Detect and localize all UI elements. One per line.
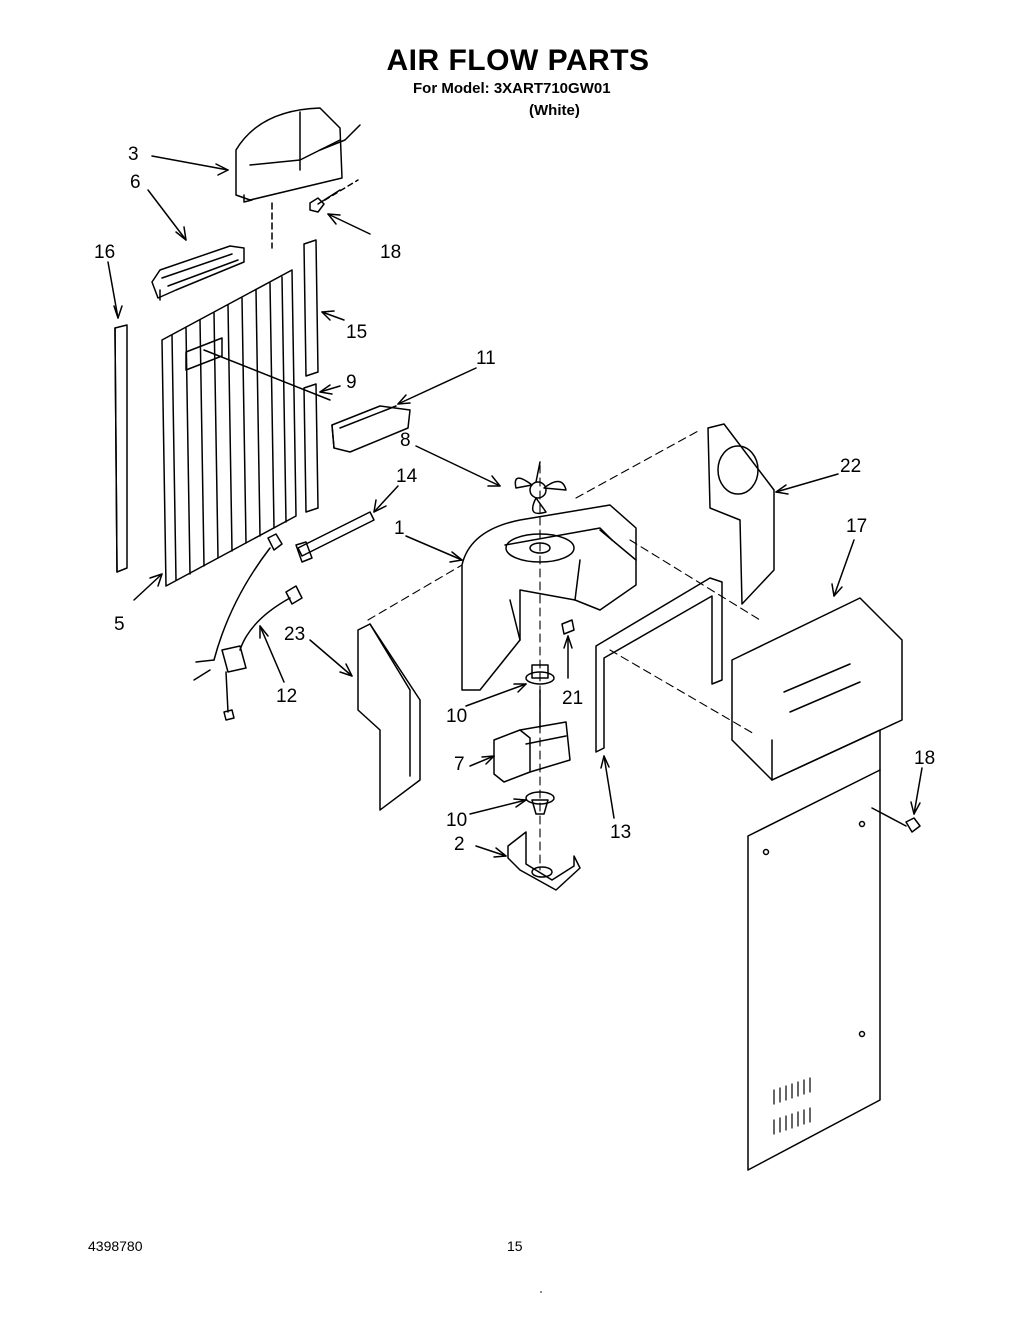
callout-18: 18: [380, 242, 401, 263]
callout-2: 2: [454, 834, 465, 855]
callout-17: 17: [846, 516, 867, 537]
callout-5: 5: [114, 614, 125, 635]
part-14-heater: [295, 511, 375, 563]
callout-3: 3: [128, 144, 139, 165]
part-1-fan-shroud: [461, 504, 637, 691]
callout-22: 22: [840, 456, 861, 477]
page-number: 15: [507, 1238, 523, 1254]
part-13-channel: [595, 577, 723, 753]
callout-9: 9: [346, 372, 357, 393]
callout-14: 14: [396, 466, 418, 487]
part-16-strip: [114, 324, 128, 573]
callout-leaders: [107, 155, 923, 858]
part-9-strip: [303, 383, 319, 513]
part-17-rear-panel: [731, 597, 903, 1171]
callout-6: 6: [130, 172, 141, 193]
part-7-motor: [493, 721, 571, 783]
callout-10: 10: [446, 706, 467, 727]
part-8-fan-blade: [514, 461, 567, 515]
callout-21: 21: [562, 688, 583, 709]
alignment-lines: [367, 429, 761, 871]
model-label: For Model: 3XART710GW01: [413, 80, 611, 97]
callout-12: 12: [276, 686, 297, 707]
part-6-grille: [151, 245, 245, 301]
part-12-harness: [193, 533, 303, 721]
callout-18b: 18: [914, 748, 935, 769]
callout-13: 13: [610, 822, 631, 843]
part-18-screw-right: [871, 807, 921, 833]
part-21-screw: [561, 619, 575, 635]
callout-15: 15: [346, 322, 367, 343]
part-10-grommet-upper: [525, 664, 555, 729]
callout-8: 8: [400, 430, 411, 451]
variant-label: (White): [529, 102, 580, 119]
callout-23: 23: [284, 624, 305, 645]
part-5-evaporator: [161, 269, 331, 587]
part-3-duct-cover: [235, 107, 361, 203]
part-2-bracket: [507, 831, 581, 891]
callout-labels: 3 6 18 16 15 9 11 8 14 1 22 17 5 23 12 2…: [94, 144, 935, 855]
callout-1: 1: [394, 518, 405, 539]
callout-16: 16: [94, 242, 115, 263]
callout-7: 7: [454, 754, 465, 775]
page-title: AIR FLOW PARTS: [386, 44, 650, 77]
callout-10b: 10: [446, 810, 467, 831]
part-22-baffle: [707, 423, 775, 605]
part-15-strip: [303, 239, 319, 377]
callout-11: 11: [476, 348, 496, 369]
part-18-screw: [309, 179, 359, 213]
document-number: 4398780: [88, 1238, 143, 1254]
scan-dot: [540, 1291, 542, 1293]
part-23-baffle: [357, 623, 421, 811]
part-11-bracket: [331, 405, 411, 453]
